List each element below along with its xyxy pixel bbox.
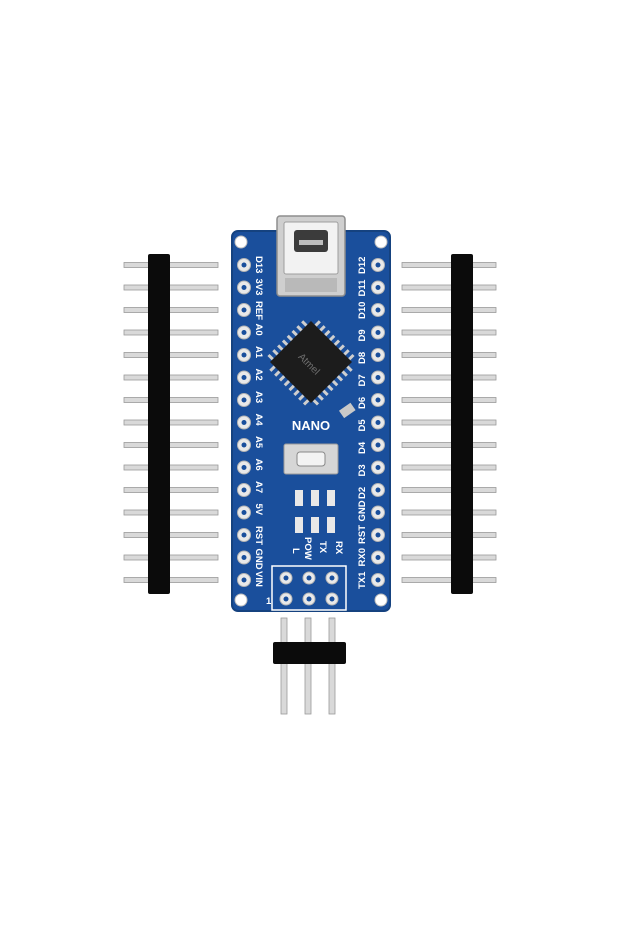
left-pin-label: GND [253,549,264,570]
right-pin-label: D3 [357,464,368,476]
left-pin-label: 5V [253,504,264,516]
header-pin [401,262,497,268]
header-pin [123,532,219,538]
right-pin-label: D6 [357,397,368,409]
header-pin [123,577,219,583]
header-pin [401,532,497,538]
header-pin [401,307,497,313]
header-pin [123,374,219,381]
reset-button [283,443,339,475]
left-pin-label: 3V3 [253,279,264,296]
left-pin-label: A5 [253,436,264,449]
led-label-rx: RX [333,541,344,555]
right-pin-label: RX0 [357,548,368,566]
right-pin-label: D5 [357,419,368,432]
left-pin-label: A4 [253,414,264,427]
header-pin [123,464,219,471]
header-pin [401,352,497,358]
right-pin-label: D4 [357,441,368,454]
left-pin-label: VIN [253,571,264,587]
led-label-tx: TX [317,541,328,554]
header-pin [123,329,219,336]
header-pin [123,262,219,268]
left-pin-label: REF [253,301,264,320]
left-pin-label: RST [253,526,264,545]
header-pin [401,419,497,426]
header-pin [123,554,219,561]
right-pin-label: D7 [357,374,368,386]
left-pin-label: D13 [253,256,264,273]
left-pin-label: A7 [253,481,264,493]
header-pin [401,487,497,493]
usb-connector [276,215,346,297]
right-pin-label: D9 [357,329,368,341]
icsp-pin-header [273,617,346,715]
right-pin-label: GND [357,500,368,521]
right-pin-header [401,254,497,594]
header-pin [401,577,497,583]
led-label-l: L [290,548,301,554]
microcontroller-chip: Atmel [267,320,355,406]
header-pin [123,509,219,516]
header-pin [401,374,497,381]
header-pin [401,509,497,516]
header-pin [123,307,219,313]
icsp-pin1-marker: 1 [266,596,272,607]
header-pin [401,397,497,403]
header-pin [123,419,219,426]
icsp-pads: 1 [266,565,347,611]
status-leds [295,490,335,533]
header-pin [401,464,497,471]
board-name-label: NANO [292,418,330,433]
left-pin-label: A2 [253,369,264,381]
left-pin-label: A3 [253,391,264,403]
left-pin-label: A6 [253,459,264,471]
nano-board: Atmel NANO L POW [231,215,391,612]
header-pin [123,397,219,403]
header-pin [401,329,497,336]
right-pin-label: D10 [357,302,368,319]
right-pin-label: D11 [357,279,368,297]
right-pin-label: D2 [357,487,368,499]
right-pin-label: D8 [357,352,368,364]
led-label-pow: POW [302,537,313,560]
right-pin-label: RST [357,525,368,544]
header-pin [123,284,219,291]
header-pin [123,442,219,448]
header-pin [401,554,497,561]
left-pin-label: A0 [253,324,264,336]
header-pin [123,487,219,493]
header-pin [123,352,219,358]
left-pin-header [123,254,219,594]
header-pin [401,442,497,448]
right-pin-label: TX1 [357,571,368,589]
header-pin [401,284,497,291]
right-pin-label: D12 [357,257,368,274]
left-pin-label: A1 [253,346,264,359]
